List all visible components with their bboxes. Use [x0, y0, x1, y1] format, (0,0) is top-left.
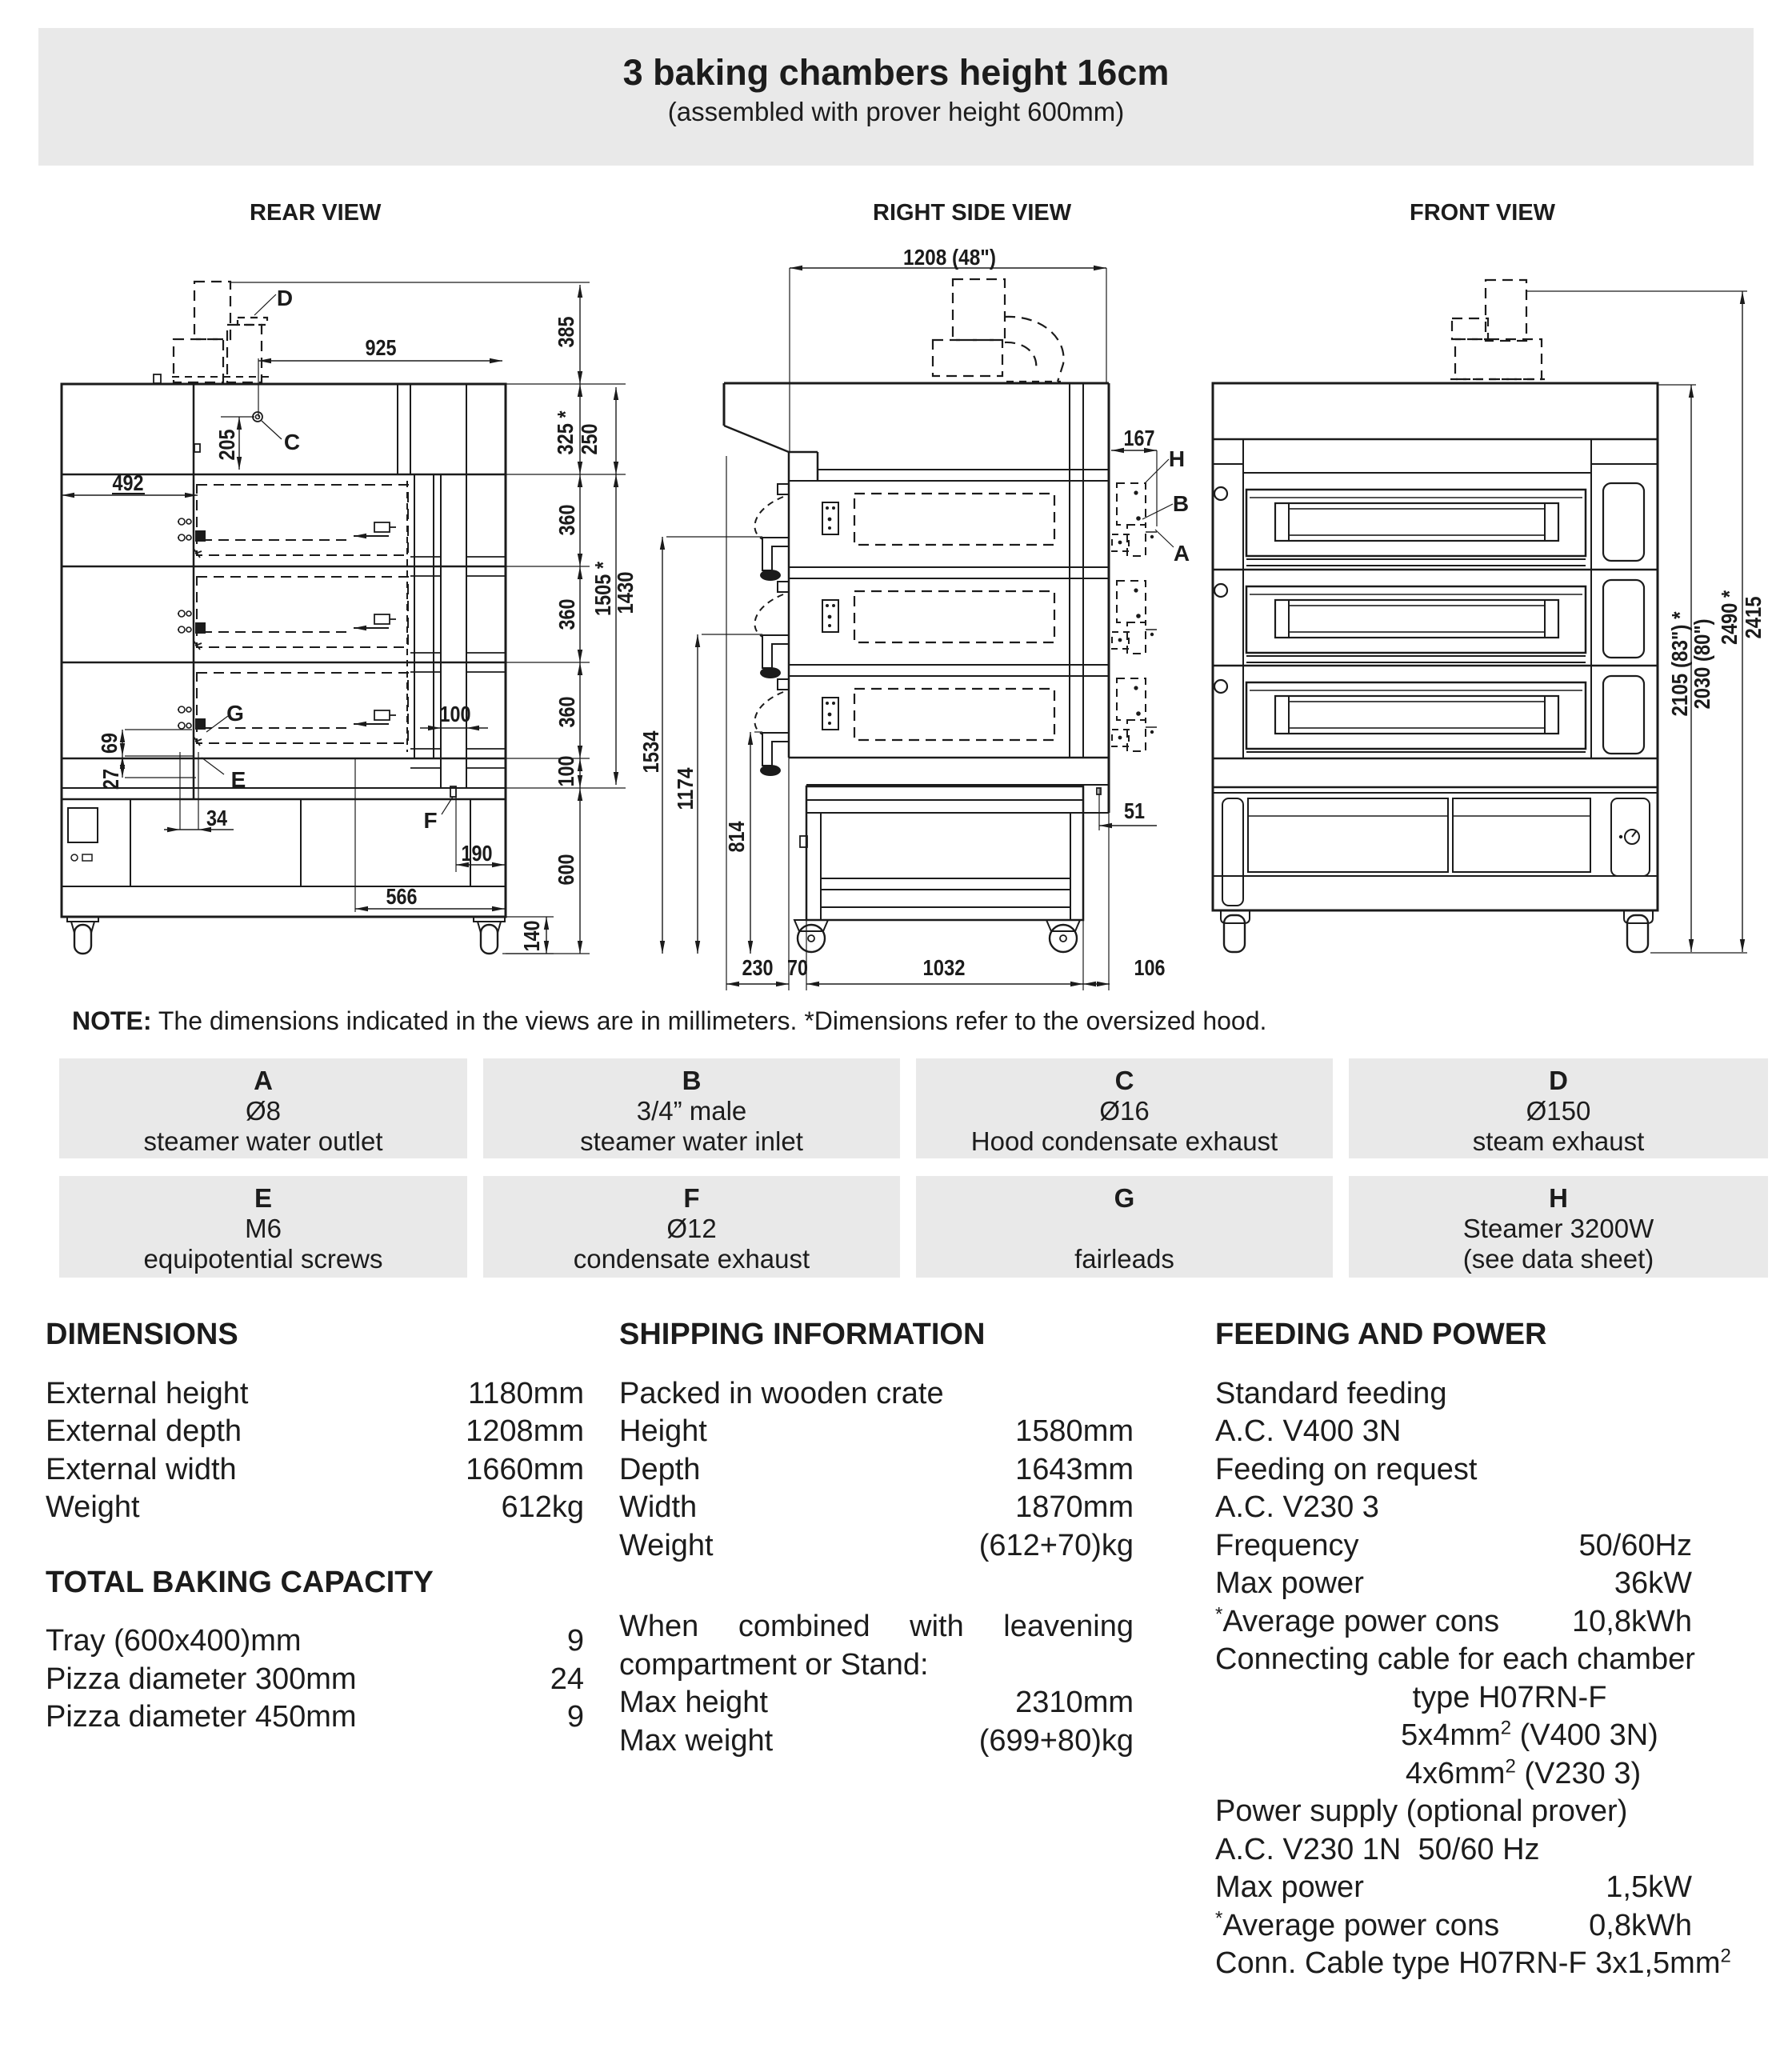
- svg-text:70: 70: [787, 955, 808, 980]
- svg-text:250: 250: [577, 424, 602, 455]
- svg-text:360: 360: [554, 599, 579, 630]
- svg-text:205: 205: [214, 430, 239, 461]
- svg-text:2105 (83") *: 2105 (83") *: [1667, 611, 1692, 716]
- svg-text:925: 925: [366, 335, 397, 360]
- svg-text:360: 360: [554, 697, 579, 728]
- svg-text:A: A: [1174, 541, 1190, 566]
- svg-text:1032: 1032: [923, 955, 966, 980]
- svg-text:34: 34: [206, 806, 227, 830]
- svg-text:230: 230: [742, 955, 774, 980]
- svg-text:360: 360: [554, 505, 579, 536]
- svg-text:1505 *: 1505 *: [590, 562, 615, 616]
- svg-text:G: G: [226, 701, 244, 726]
- svg-text:1534: 1534: [638, 730, 663, 773]
- svg-text:385: 385: [554, 317, 578, 348]
- svg-text:1208 (48"): 1208 (48"): [903, 245, 996, 270]
- svg-text:140: 140: [519, 921, 544, 952]
- svg-text:B: B: [1173, 491, 1189, 516]
- svg-text:325 *: 325 *: [553, 410, 578, 454]
- svg-text:814: 814: [724, 821, 749, 852]
- svg-text:566: 566: [386, 884, 418, 909]
- svg-text:2030 (80"): 2030 (80"): [1690, 619, 1714, 710]
- svg-text:H: H: [1169, 446, 1185, 471]
- svg-text:1174: 1174: [673, 767, 698, 810]
- svg-text:106: 106: [1134, 955, 1166, 980]
- svg-text:100: 100: [554, 756, 578, 787]
- svg-text:D: D: [277, 286, 293, 310]
- svg-text:1430: 1430: [613, 572, 638, 614]
- svg-text:100: 100: [440, 702, 471, 726]
- svg-text:E: E: [231, 767, 246, 792]
- svg-text:2490 *: 2490 *: [1717, 590, 1742, 645]
- svg-text:190: 190: [462, 841, 493, 866]
- svg-text:51: 51: [1124, 798, 1145, 823]
- svg-text:492: 492: [113, 470, 144, 495]
- svg-text:27: 27: [98, 769, 123, 790]
- svg-text:F: F: [423, 808, 437, 833]
- svg-text:C: C: [284, 430, 300, 454]
- svg-text:69: 69: [97, 733, 122, 754]
- svg-text:2415: 2415: [1741, 597, 1766, 639]
- svg-text:600: 600: [554, 854, 578, 886]
- svg-text:167: 167: [1124, 426, 1155, 450]
